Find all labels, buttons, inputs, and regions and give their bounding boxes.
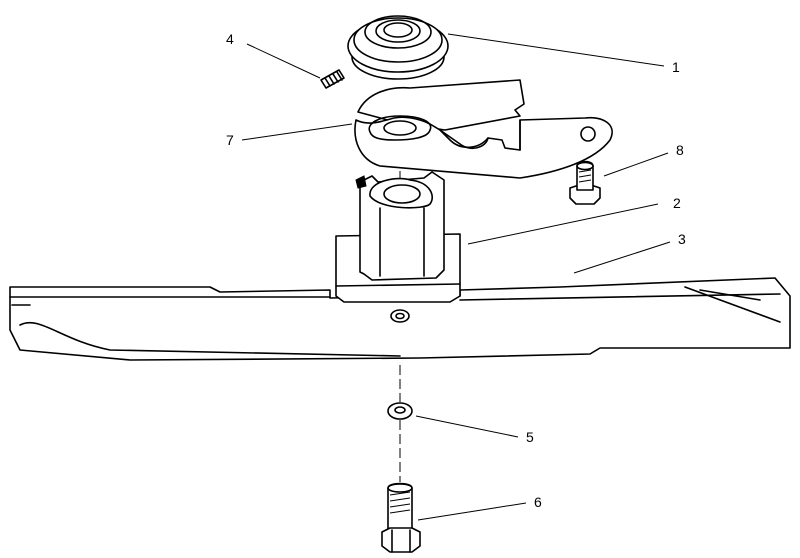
callout-labels: 1 2 3 4 5 6 7 8 xyxy=(226,31,686,510)
part-4-spring[interactable] xyxy=(320,69,345,89)
part-8-bolt[interactable] xyxy=(569,160,601,205)
leader-3 xyxy=(573,241,671,274)
leader-2 xyxy=(467,203,659,245)
callout-4: 4 xyxy=(226,31,234,47)
leader-6 xyxy=(417,502,527,521)
callout-3: 3 xyxy=(678,231,686,247)
callout-2: 2 xyxy=(673,195,681,211)
callout-6: 6 xyxy=(534,494,542,510)
callout-7: 7 xyxy=(226,132,234,148)
part-7-idler-arm[interactable] xyxy=(354,79,613,179)
callout-5: 5 xyxy=(526,429,534,445)
callout-8: 8 xyxy=(676,142,684,158)
part-5-washer[interactable] xyxy=(387,402,413,420)
leader-4 xyxy=(246,43,321,79)
callout-1: 1 xyxy=(672,59,680,75)
leader-7 xyxy=(241,123,353,141)
leader-8 xyxy=(603,152,669,177)
part-2-adapter[interactable] xyxy=(335,171,461,323)
leader-5 xyxy=(415,415,519,438)
part-6-bolt[interactable] xyxy=(381,482,421,553)
leader-lines xyxy=(241,33,671,521)
leader-1 xyxy=(447,33,665,67)
part-1-pulley[interactable] xyxy=(347,15,449,80)
